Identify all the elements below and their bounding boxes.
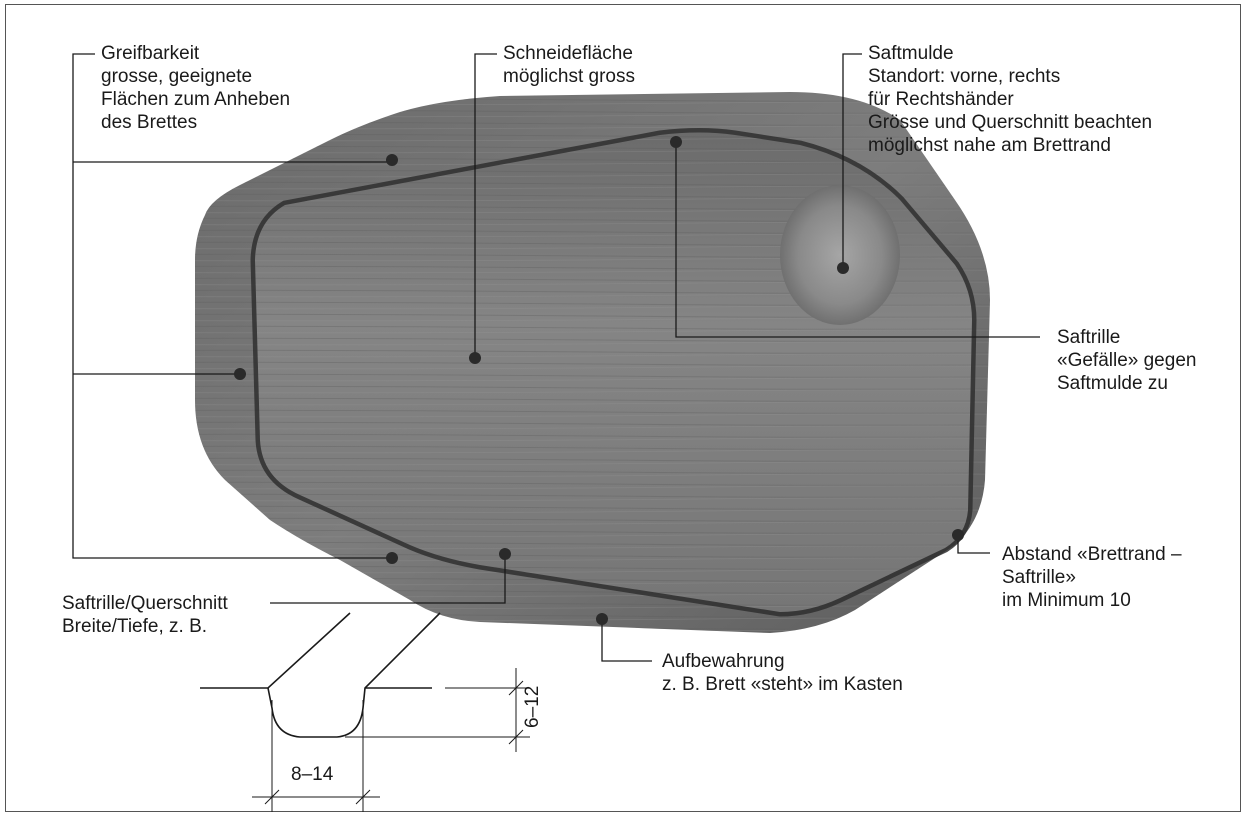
label-aufbewahrung: Aufbewahrung z. B. Brett «steht» im Kast… xyxy=(662,650,903,696)
label-greifbarkeit: Greifbarkeit grosse, geeignete Flächen z… xyxy=(101,42,290,134)
label-saftrille: Saftrille «Gefälle» gegen Saftmulde zu xyxy=(1057,326,1196,395)
label-saftmulde: Saftmulde Standort: vorne, rechts für Re… xyxy=(868,42,1152,157)
groove-cross-section xyxy=(200,613,440,737)
label-schneideflaeche: Schneidefläche möglichst gross xyxy=(503,42,635,88)
dimension-lines xyxy=(252,668,530,812)
label-abstand: Abstand «Brettrand – Saftrille» im Minim… xyxy=(1002,543,1182,612)
dimension-width-label: 8–14 xyxy=(291,764,333,786)
cutting-board xyxy=(195,92,990,633)
dimension-depth-label: 6–12 xyxy=(522,686,544,728)
label-saftrille-querschnitt: Saftrille/Querschnitt Breite/Tiefe, z. B… xyxy=(62,592,228,638)
